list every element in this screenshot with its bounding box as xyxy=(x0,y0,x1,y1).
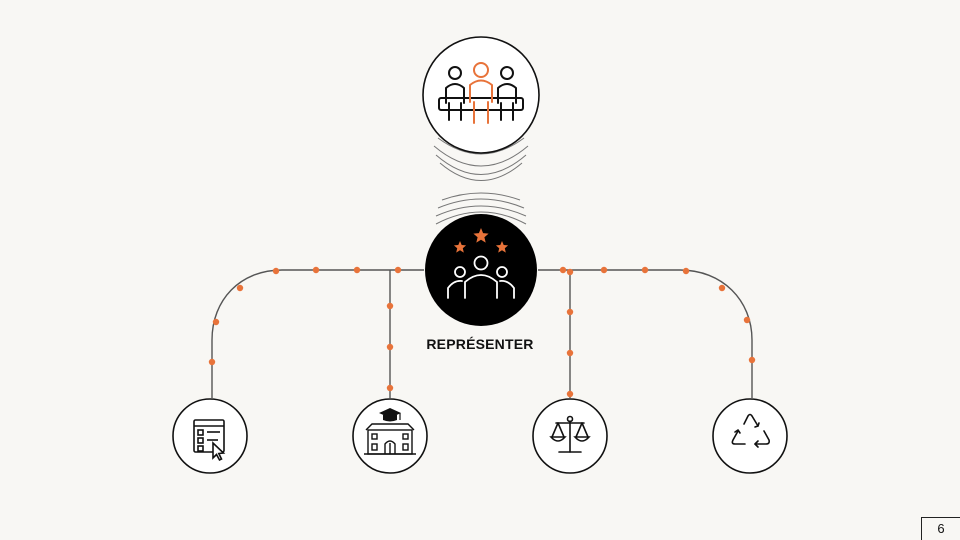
dot xyxy=(566,268,574,276)
dot xyxy=(353,266,361,274)
dot xyxy=(272,267,280,275)
dot xyxy=(566,349,574,357)
web-form-checklist-icon xyxy=(193,419,226,462)
team-stars-icon xyxy=(447,228,515,299)
bottom-node-3 xyxy=(532,398,608,474)
dot xyxy=(386,302,394,310)
dot xyxy=(208,358,216,366)
center-node xyxy=(425,214,537,326)
dot xyxy=(212,318,220,326)
top-node xyxy=(422,36,540,154)
recycle-icon xyxy=(731,413,770,448)
bottom-node-4 xyxy=(712,398,788,474)
dot xyxy=(748,356,756,364)
dot xyxy=(682,267,690,275)
balance-scale-icon xyxy=(549,415,591,453)
center-label: REPRÉSENTER xyxy=(426,336,534,352)
dot xyxy=(386,343,394,351)
connector-left-outer xyxy=(211,269,424,398)
page-number: 6 xyxy=(921,517,960,540)
dot xyxy=(312,266,320,274)
dot xyxy=(559,266,567,274)
dot xyxy=(743,316,751,324)
dot xyxy=(641,266,649,274)
dot xyxy=(566,390,574,398)
university-building-icon xyxy=(364,408,416,455)
dot xyxy=(718,284,726,292)
dot xyxy=(600,266,608,274)
dot xyxy=(566,308,574,316)
connector-dots xyxy=(208,266,756,398)
dot xyxy=(236,284,244,292)
bottom-node-1 xyxy=(172,398,248,474)
seated-people-icon xyxy=(438,62,524,124)
wave-arcs-bottom xyxy=(435,192,527,225)
dot xyxy=(386,384,394,392)
bottom-node-2 xyxy=(352,398,428,474)
wave-arcs-top xyxy=(433,137,529,181)
dot xyxy=(394,266,402,274)
